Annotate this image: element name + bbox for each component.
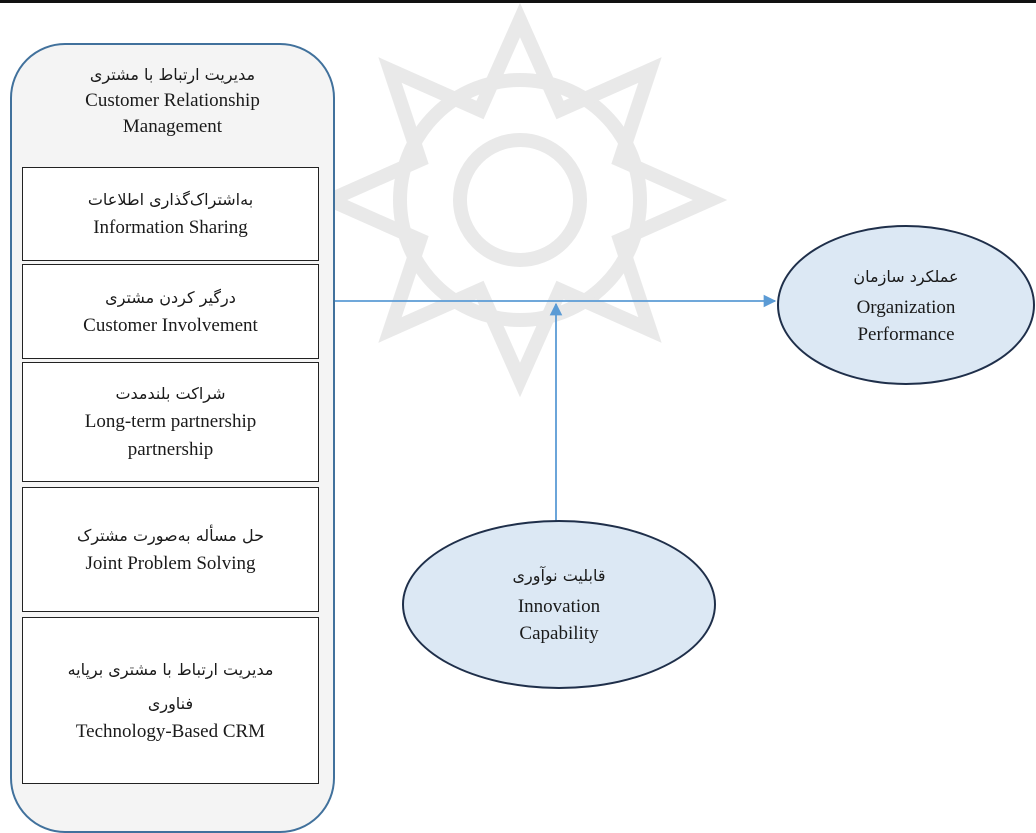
dimension-long-term-partnership: شراکت بلندمدت Long-term partnership part…	[22, 362, 319, 482]
innovation-label-en-line1: Innovation	[517, 596, 601, 617]
dimension-label-fa: به‌اشتراک‌گذاری اطلاعات	[87, 190, 254, 209]
dimension-label-en: Technology-Based CRM	[75, 720, 266, 742]
dimension-label-fa-line2: فناوری	[147, 693, 194, 713]
performance-label-en-line1: Organization	[856, 296, 956, 318]
performance-label-fa: عملکرد سازمان	[853, 266, 959, 286]
performance-label-en-line2: Performance	[857, 323, 955, 345]
dimension-label-fa-line1: مدیریت ارتباط با مشتری برپایه	[67, 659, 274, 679]
dimension-label-en: Information Sharing	[93, 217, 248, 238]
innovation-label-fa: قابلیت نوآوری	[512, 566, 606, 585]
organization-performance-ellipse: عملکرد سازمان Organization Performance	[777, 225, 1035, 385]
innovation-label-en-line2: Capability	[519, 623, 599, 644]
watermark-emblem	[312, 2, 728, 398]
dimension-customer-involvement: درگیر کردن مشتری Customer Involvement	[22, 264, 319, 359]
dimension-information-sharing: به‌اشتراک‌گذاری اطلاعات Information Shar…	[22, 167, 319, 261]
crm-title-fa: مدیریت ارتباط با مشتری	[89, 65, 256, 84]
crm-title-en-line2: Management	[122, 116, 223, 137]
crm-header: مدیریت ارتباط با مشتری Customer Relation…	[0, 62, 345, 140]
dimension-label-en: Customer Involvement	[83, 314, 258, 336]
dimension-label-en-line2: partnership	[127, 439, 214, 460]
dimension-label-en: Joint Problem Solving	[85, 552, 256, 574]
innovation-capability-ellipse: قابلیت نوآوری Innovation Capability	[402, 520, 716, 689]
top-border	[0, 0, 1036, 3]
dimension-joint-problem-solving: حل مسأله به‌صورت مشترک Joint Problem Sol…	[22, 487, 319, 612]
dimension-label-en-line1: Long-term partnership	[84, 411, 257, 432]
dimension-label-fa: حل مسأله به‌صورت مشترک	[77, 525, 264, 545]
dimension-technology-based-crm: مدیریت ارتباط با مشتری برپایه فناوری Tec…	[22, 617, 319, 784]
crm-title-en-line1: Customer Relationship	[85, 90, 260, 111]
dimension-label-fa: درگیر کردن مشتری	[105, 287, 236, 307]
connector-layer	[335, 294, 777, 530]
dimension-label-fa: شراکت بلندمدت	[115, 384, 226, 403]
